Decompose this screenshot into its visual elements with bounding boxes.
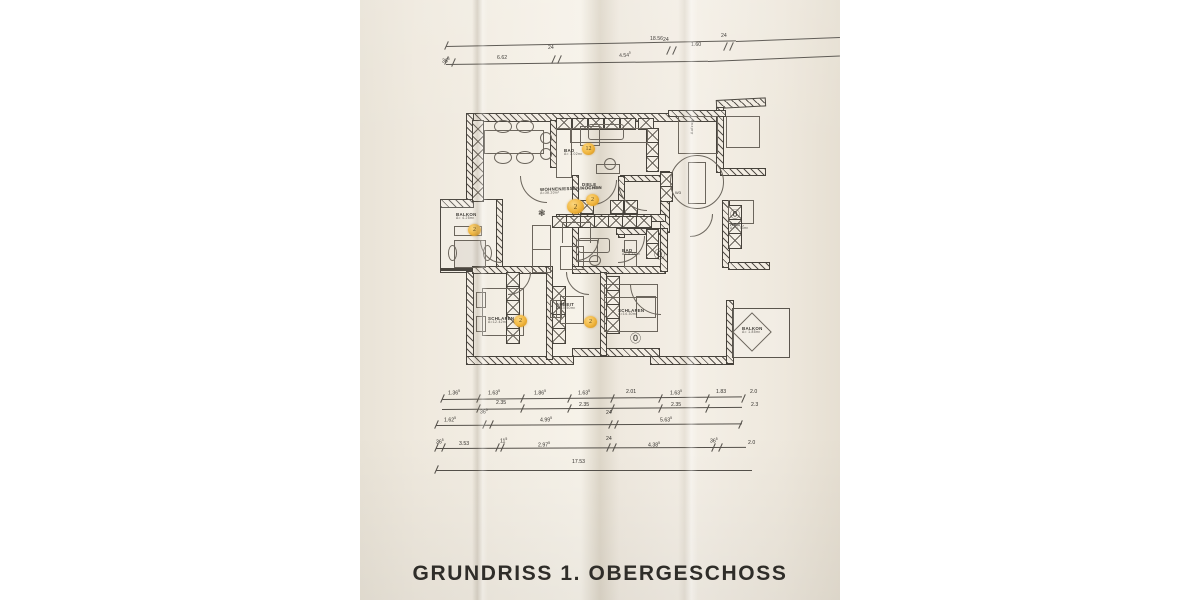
dim-bottom-total: 17.53 bbox=[572, 459, 585, 465]
marker-schlafen-right[interactable]: ⓪ bbox=[630, 333, 641, 345]
marker-bad-middle[interactable]: ⓪ bbox=[654, 249, 665, 261]
elevator-car bbox=[678, 116, 718, 154]
armchair bbox=[562, 222, 591, 243]
marker-bad-upper[interactable]: 12 bbox=[582, 143, 595, 155]
room-label-diele: DIELE A=10.60m² bbox=[582, 182, 602, 191]
stair-core bbox=[670, 155, 724, 209]
elevator-label: Aufzug bbox=[689, 120, 694, 135]
bed-left bbox=[482, 288, 524, 336]
marker-balkon-left[interactable]: 2 bbox=[468, 224, 481, 236]
dim-top-total: 18.56 bbox=[650, 36, 663, 42]
marker-diele[interactable]: 2 bbox=[586, 194, 599, 206]
bathtub-upper bbox=[588, 124, 624, 140]
page-title: GRUNDRISS 1. OBERGESCHOSS bbox=[412, 562, 788, 585]
room-label-balkon-left: BALKON A= 4.25m² bbox=[456, 212, 477, 221]
room-label-balkon-right: BALKON A= 1.85m² bbox=[742, 326, 763, 335]
marker-abst[interactable]: ⓪ bbox=[730, 210, 740, 221]
room-label-schlafen-right: SCHLAFEN A=14.30m² bbox=[618, 308, 645, 317]
marker-wohnen[interactable]: 2 bbox=[567, 199, 584, 214]
room-label-bad-middle: BAD A= 5.34m² bbox=[622, 248, 641, 257]
kitchen-sink bbox=[540, 132, 552, 144]
room-label-abst: ABST. A= 1.73m² bbox=[730, 222, 749, 231]
stair-mark: W3 bbox=[675, 190, 681, 195]
room-label-schlafen-left: SCHLAFEN A=12.42m² bbox=[488, 316, 515, 325]
desk bbox=[560, 296, 584, 324]
room-label-arbeit: ARBEIT A=10.50m² bbox=[556, 302, 576, 311]
marker-schlafen-left-badge[interactable]: 2 bbox=[514, 315, 527, 327]
kitchen-counter bbox=[556, 128, 572, 178]
room-balkon-right bbox=[732, 308, 790, 358]
marker-arbeit[interactable]: 2 bbox=[584, 316, 597, 328]
dining-table bbox=[484, 130, 544, 154]
paper-sheet: 18.56 365 6.62 24 4.545 24 1.60 24 bbox=[360, 0, 840, 600]
room-label-bad-upper: BAD A= 3.02m² bbox=[564, 148, 583, 157]
